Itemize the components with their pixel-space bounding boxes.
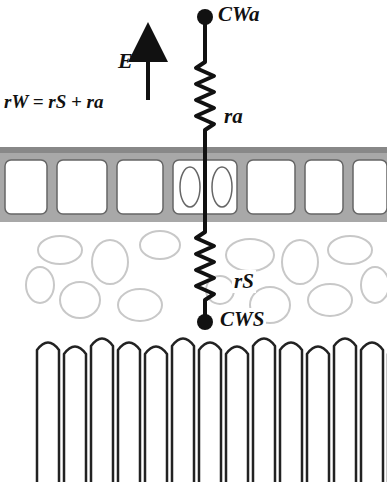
palisade-cell xyxy=(145,347,167,482)
cuticle xyxy=(0,147,387,153)
epidermal-cell xyxy=(117,160,163,214)
spongy-cell xyxy=(361,267,387,303)
resistance-label: rS xyxy=(232,270,256,293)
epidermis-band xyxy=(0,150,387,222)
spongy-cell xyxy=(38,236,82,264)
spongy-cell xyxy=(328,236,372,264)
concentration-label: CWa xyxy=(218,4,260,25)
epidermis xyxy=(0,147,387,222)
spongy-cell xyxy=(140,231,180,259)
palisade-cell xyxy=(334,339,356,482)
epidermal-cell xyxy=(247,160,295,214)
palisade-cell xyxy=(361,343,383,482)
palisade-cell xyxy=(307,347,329,482)
palisade-cell xyxy=(37,343,59,482)
palisade-cell xyxy=(172,339,194,482)
spongy-cell xyxy=(60,282,100,318)
node-dot xyxy=(197,9,213,25)
epidermal-cell xyxy=(305,160,343,214)
resistance-label: ra xyxy=(224,106,243,127)
palisade-cell xyxy=(91,339,113,482)
spongy-cell xyxy=(92,240,128,284)
palisade-cell xyxy=(226,347,248,482)
equation-label: rW = rS + ra xyxy=(4,92,103,111)
spongy-cell xyxy=(282,240,318,284)
spongy-cell xyxy=(118,289,162,321)
epidermal-cell xyxy=(353,160,387,214)
palisade-cell xyxy=(199,343,221,482)
node-dot xyxy=(197,314,213,330)
flux-arrow xyxy=(146,42,150,100)
palisade-cell xyxy=(64,347,86,482)
guard-cell xyxy=(212,167,232,207)
epidermal-cell xyxy=(5,160,47,214)
flux-label: E xyxy=(118,50,133,72)
palisade-cells xyxy=(37,339,387,482)
spongy-cell xyxy=(226,239,274,271)
epidermal-cell xyxy=(57,160,107,214)
spongy-cell xyxy=(26,267,54,303)
palisade-cell xyxy=(280,343,302,482)
spongy-cell xyxy=(308,284,352,316)
palisade-cell xyxy=(253,339,275,482)
resistor-chain xyxy=(196,17,214,322)
concentration-label: CWS xyxy=(218,308,266,331)
palisade-cell xyxy=(118,343,140,482)
guard-cell xyxy=(180,167,200,207)
